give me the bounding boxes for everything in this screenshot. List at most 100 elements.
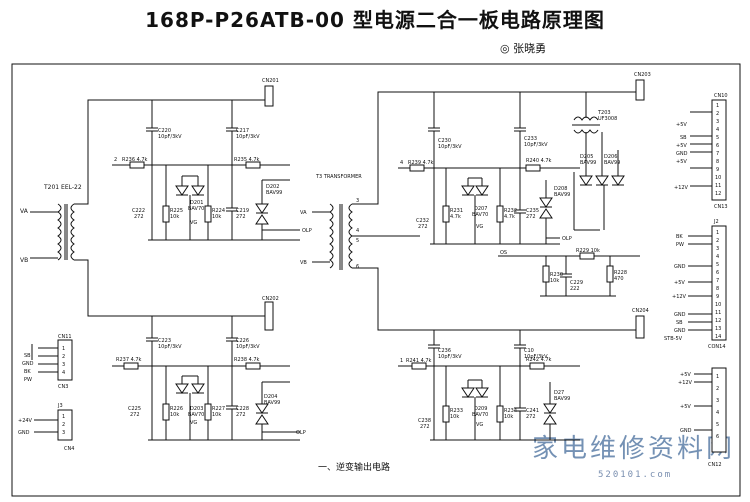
c10-ref: C10: [524, 348, 534, 354]
c236-ref: C236: [438, 348, 451, 354]
d206-ref: D206: [604, 154, 617, 160]
upper-mid-block: [398, 92, 580, 245]
c217-ref: C217: [236, 128, 249, 134]
right-block: [498, 92, 640, 297]
diagram-caption: 一、逆变输出电路: [318, 463, 391, 473]
cn10-pin-10-num: 10: [715, 175, 721, 181]
r234-ref: R234: [504, 408, 517, 414]
cn10-pin-3-label: SB: [680, 135, 687, 141]
r239-ref: R239 4.7k: [408, 160, 434, 166]
r233-ref: R233: [450, 408, 463, 414]
olp-upper-mid: OLP: [562, 236, 572, 242]
cn10-pin-1-label: +5V: [676, 122, 687, 128]
vg-lower-left: VG: [190, 420, 197, 426]
r225-ref: R225: [170, 208, 183, 214]
c235-val: 272: [526, 214, 536, 220]
j2-pin-1-label: BK: [676, 234, 683, 240]
c223-ref: C223: [158, 338, 171, 344]
c233-ref: C233: [524, 136, 537, 142]
c241-val: 272: [526, 414, 536, 420]
lower-mid-labels: C236 10pF/3kV C10 10pF/3kV 1 R241 4.7k R…: [400, 348, 570, 430]
j2-pin-10-label: GND: [674, 312, 686, 318]
r230-ref: R230: [550, 272, 563, 278]
vg-lower-mid: VG: [476, 422, 483, 428]
r237-ref: R237 4.7k: [116, 357, 142, 363]
cn11-pin-1-label: SB: [24, 353, 31, 359]
r226-val: 10k: [170, 412, 179, 418]
j3-connector: [34, 409, 73, 441]
r240-ref: R240 4.7k: [526, 158, 552, 164]
j3-pin-1-label: +24V: [18, 418, 33, 424]
r234-val: 10k: [504, 414, 513, 420]
cn10-pin-2-num: 2: [716, 111, 719, 117]
c229-val: 222: [570, 286, 580, 292]
lower-left-labels: C223 10pF/3kV C226 10pF/3kV R237 4.7k R2…: [116, 338, 306, 436]
j2-connector: [688, 225, 727, 341]
c233-val: 10pF/3kV: [524, 142, 548, 148]
c228-val: 272: [236, 412, 246, 418]
j3-labels: J3 CN4 +24V GND 1 2 3: [18, 403, 74, 452]
d208-val: BAV99: [554, 192, 570, 198]
r233-val: 10k: [450, 414, 459, 420]
j2-pin-9-num: 9: [716, 294, 719, 300]
t3-pin-3: 3: [356, 198, 359, 204]
author-credit: ◎ 张晓勇: [500, 42, 547, 55]
cn12-labels: +5V +12V +5V GND 1 2 3 4 5 6 CN12: [678, 372, 722, 468]
cn3-label: CN3: [58, 384, 68, 390]
c222-ref: C222: [132, 208, 145, 214]
r231-ref: R231: [450, 208, 463, 214]
d205-ref: D205: [580, 154, 593, 160]
c230-val: 10pF/3kV: [438, 144, 462, 150]
cn13-label: CN13: [714, 204, 728, 210]
t3-vb-label: VB: [300, 260, 307, 266]
d204-val: BAV99: [264, 400, 280, 406]
cn12-pin-4-num: 4: [716, 410, 719, 416]
c220-ref: C220: [158, 128, 171, 134]
j2-pin-4-label: GND: [674, 264, 686, 270]
d27-val: BAV99: [554, 396, 570, 402]
c229-ref: C229: [570, 280, 583, 286]
t201-vb-label: VB: [20, 257, 28, 264]
cn11-connector: [31, 339, 73, 381]
d201-ref: D201: [190, 200, 203, 206]
cn12-connector: [694, 367, 727, 453]
j3-pin-3-num: 3: [62, 430, 65, 436]
r228-val: 470: [614, 276, 624, 282]
lower-mid-block: [398, 330, 580, 441]
r236-ref: R236 4.7k: [122, 157, 148, 163]
j3-pin-1-num: 1: [62, 414, 65, 420]
c232-val: 272: [418, 224, 428, 230]
j2-pin-7-num: 7: [716, 278, 719, 284]
cn11-pin-3-num: 3: [62, 362, 65, 368]
j2-pin-11-label: SB: [676, 320, 683, 326]
cn203-label: CN203: [634, 72, 651, 78]
cn12-label: CN12: [708, 462, 722, 468]
c238-val: 272: [420, 424, 430, 430]
board-outline: [11, 63, 741, 497]
c219-ref: C219: [236, 208, 249, 214]
r229-ref: R229 10k: [576, 248, 600, 254]
j3-pin-2-num: 2: [62, 422, 65, 428]
cn10-pin-6-label: +5V: [676, 159, 687, 165]
cn10-pin-3-num: 3: [716, 119, 719, 125]
c220-val: 10pF/3kV: [158, 134, 182, 140]
vg-upper-mid: VG: [476, 224, 483, 230]
transformer-t3: [312, 203, 353, 270]
r232-val: 4.7k: [504, 214, 515, 220]
cn10-pin-4-label: +5V: [676, 143, 687, 149]
c236-val: 10pF/3kV: [438, 354, 462, 360]
r225-val: 10k: [170, 214, 179, 220]
d208-ref: D208: [554, 186, 567, 192]
d207-val: BAV70: [472, 212, 488, 218]
cn12-pin-6-num: 6: [716, 434, 719, 440]
cn10-pin-5-label: GND: [676, 151, 688, 157]
j2-label: J2: [713, 219, 719, 225]
cn204-label: CN204: [632, 308, 649, 314]
c222-val: 272: [134, 214, 144, 220]
d209-ref: D209: [474, 406, 487, 412]
c223-val: 10pF/3kV: [158, 344, 182, 350]
cn10-pin-4-num: 4: [716, 127, 719, 133]
cn203-connector: [635, 79, 645, 101]
t203-val: UF3008: [598, 116, 617, 122]
j2-pin-1-num: 1: [716, 230, 719, 236]
